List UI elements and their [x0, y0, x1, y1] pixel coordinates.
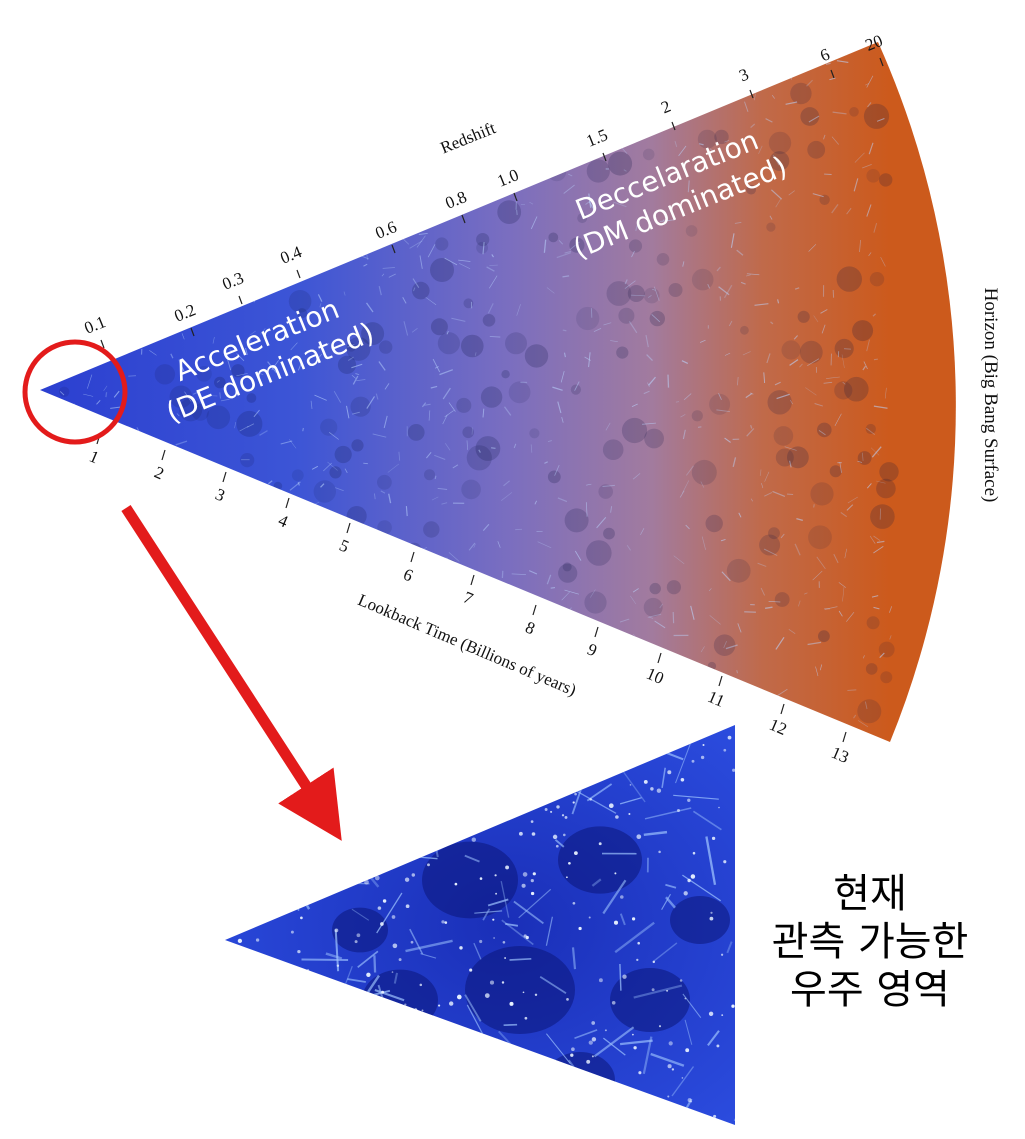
lookback-tick-label: 6 — [401, 565, 416, 586]
lookback-tick-mark — [594, 626, 599, 638]
redshift-tick-mark — [671, 121, 676, 131]
redshift-tick-mark — [461, 214, 466, 224]
lookback-tick-mark — [161, 449, 166, 461]
redshift-tick-label: 0.1 — [82, 312, 109, 338]
redshift-tick-mark — [296, 269, 301, 279]
lookback-tick-label: 7 — [461, 588, 477, 609]
lookback-tick-label: 9 — [585, 640, 600, 661]
redshift-tick-label: 0.4 — [278, 242, 305, 268]
redshift-tick-mark — [830, 69, 835, 79]
lookback-tick-mark — [346, 522, 351, 534]
lookback-tick-mark — [780, 703, 785, 715]
lookback-tick-label: 13 — [829, 743, 852, 767]
lookback-tick-label: 3 — [213, 485, 228, 506]
caption-line-3: 우주 영역 — [790, 967, 950, 1013]
zoomed-local-region — [225, 725, 735, 1125]
redshift-tick-label: 0.2 — [172, 300, 199, 326]
caption-line-2: 관측 가능한 — [771, 919, 969, 965]
lookback-tick-mark — [410, 551, 415, 563]
lookback-tick-mark — [222, 471, 227, 483]
lookback-tick-mark — [532, 604, 537, 616]
redshift-tick-label: 6 — [817, 45, 832, 66]
lookback-tick-label: 4 — [276, 511, 292, 532]
zoom-arrow — [121, 505, 342, 841]
lookback-tick-label: 2 — [152, 463, 167, 484]
lookback-tick-label: 11 — [705, 687, 727, 711]
redshift-tick-mark — [602, 152, 607, 162]
lookback-tick-label: 10 — [644, 664, 667, 688]
redshift-axis-label: Redshift — [438, 118, 499, 157]
redshift-tick-label: 3 — [736, 65, 751, 86]
redshift-tick-mark — [749, 89, 754, 99]
lookback-tick-label: 12 — [767, 715, 790, 739]
redshift-tick-mark — [513, 192, 518, 202]
caption-line-1: 현재 — [833, 871, 907, 917]
redshift-tick-mark — [190, 327, 195, 337]
redshift-tick-mark — [879, 57, 884, 67]
lookback-tick-mark — [470, 574, 475, 586]
lookback-tick-mark — [842, 731, 847, 743]
lookback-tick-mark — [657, 652, 662, 664]
redshift-tick-mark — [100, 339, 105, 349]
redshift-tick-mark — [238, 295, 243, 305]
redshift-tick-label: 1.5 — [584, 125, 611, 151]
lookback-tick-label: 1 — [87, 447, 102, 468]
redshift-tick-mark — [391, 244, 396, 254]
redshift-tick-label: 0.3 — [220, 268, 247, 294]
horizon-label: Horizon (Big Bang Surface) — [980, 288, 1001, 503]
lookback-tick-label: 5 — [337, 536, 352, 557]
redshift-tick-label: 2 — [658, 97, 673, 118]
redshift-tick-label: 0.6 — [373, 217, 400, 243]
observable-universe-caption: 현재 관측 가능한 우주 영역 — [755, 870, 985, 1014]
lookback-tick-mark — [718, 675, 723, 687]
lookback-tick-mark — [285, 497, 290, 509]
redshift-tick-label: 0.8 — [443, 187, 470, 213]
lightcone-wedge — [40, 42, 956, 742]
redshift-tick-label: 1.0 — [495, 165, 522, 191]
highlight-circle — [22, 339, 128, 445]
redshift-tick-label: 20 — [862, 31, 885, 55]
lookback-tick-label: 8 — [523, 618, 538, 639]
